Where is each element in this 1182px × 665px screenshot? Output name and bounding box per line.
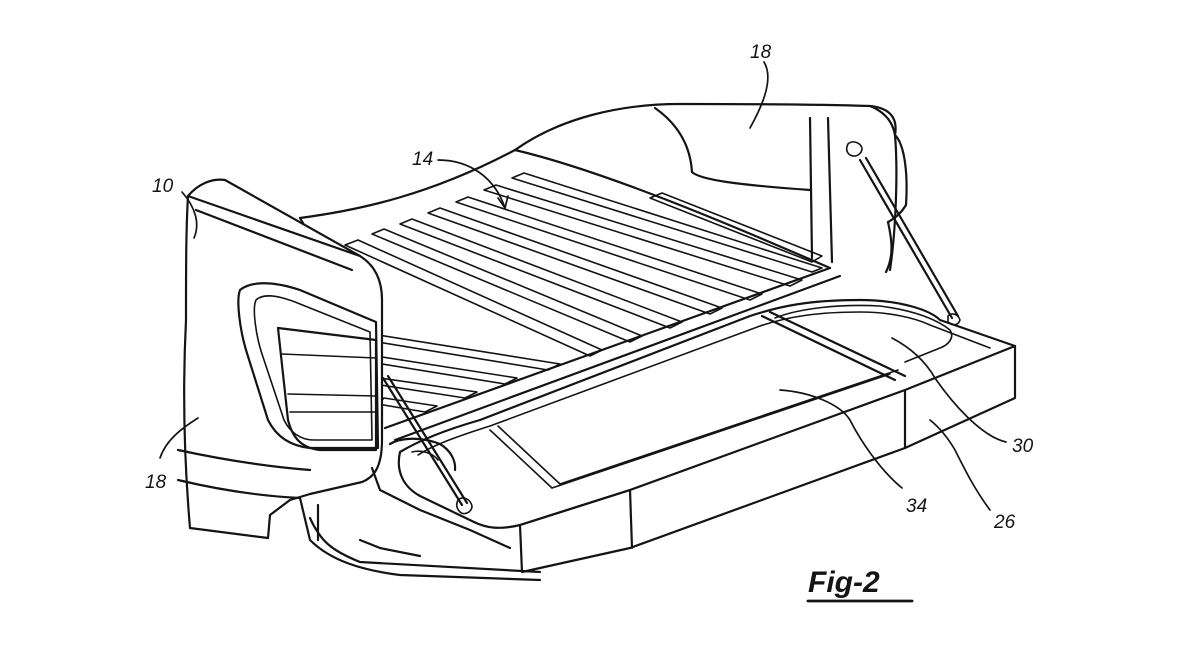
bed-floor-ribs: [344, 172, 823, 413]
ref-tailgate: 26: [993, 512, 1016, 533]
figure-label: Fig-2: [806, 566, 914, 603]
left-side-wall: [176, 178, 542, 582]
tailgate: [370, 298, 1017, 574]
ref-bed-floor: 14: [412, 149, 433, 170]
right-side-wall: [513, 102, 960, 320]
reference-numerals: 14 10 18 18 30 34 26: [145, 42, 1034, 533]
ref-cover-center: 34: [906, 496, 927, 517]
ref-cover-right: 30: [1012, 436, 1034, 457]
leader-lines: [159, 61, 1007, 511]
ref-side-wall-left: 18: [145, 472, 167, 493]
figure-label-text: Fig-2: [808, 566, 880, 599]
ref-truck: 10: [152, 176, 174, 197]
ref-side-wall-top: 18: [750, 42, 772, 63]
